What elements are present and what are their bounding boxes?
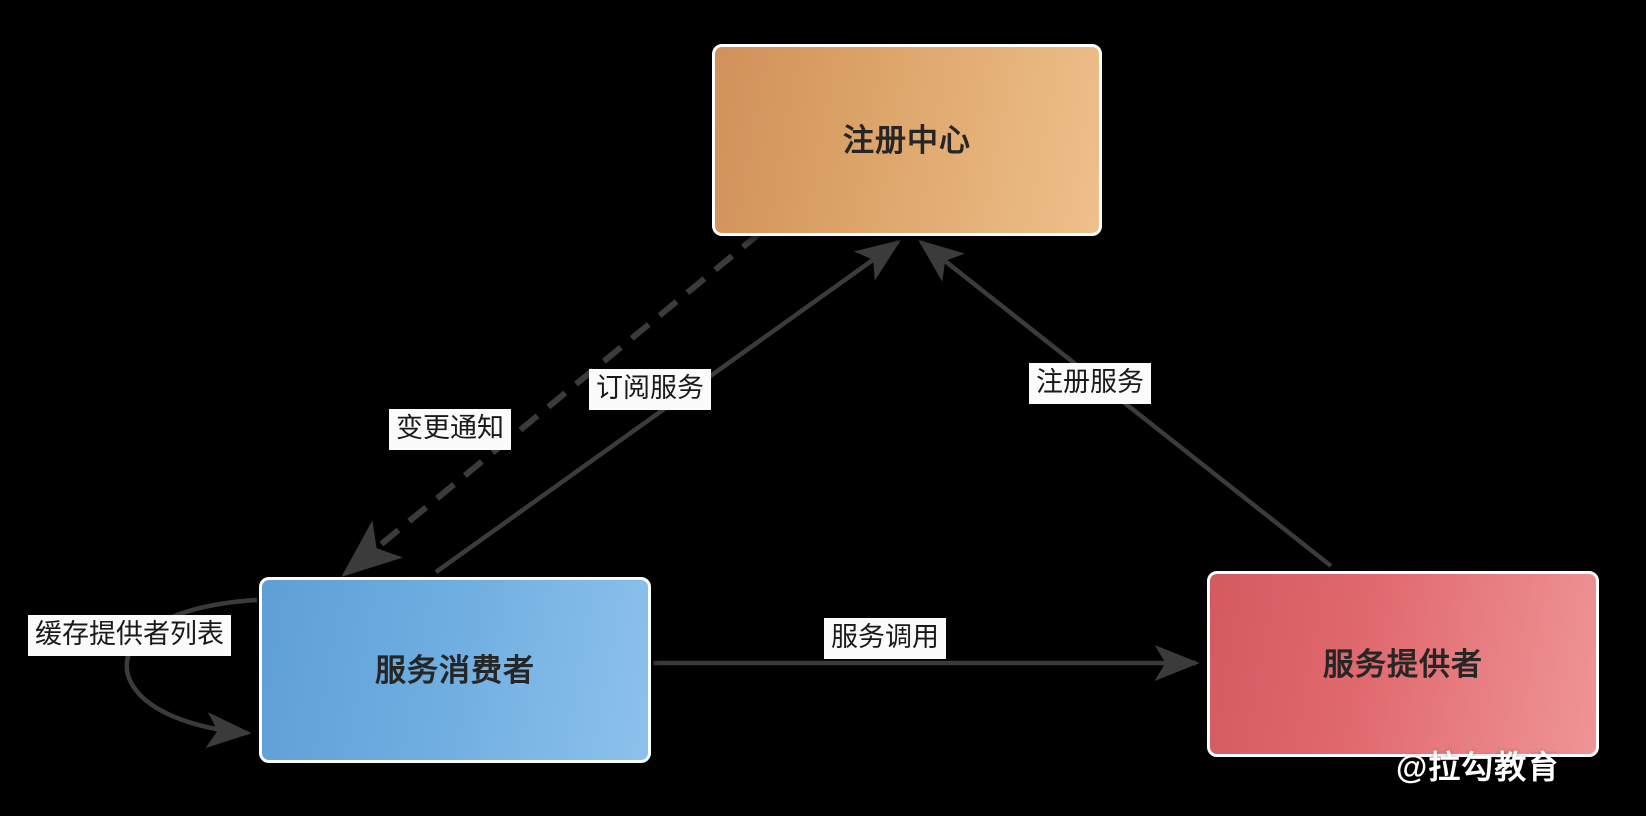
edge-label-change-notify: 变更通知 (389, 409, 511, 451)
node-service-consumer[interactable]: 服务消费者 (259, 577, 651, 763)
node-registry[interactable]: 注册中心 (712, 44, 1102, 236)
node-service-consumer-label: 服务消费者 (375, 652, 535, 688)
node-registry-label: 注册中心 (843, 122, 971, 158)
node-service-provider[interactable]: 服务提供者 (1207, 571, 1599, 757)
edge-label-cache-list: 缓存提供者列表 (28, 615, 231, 657)
watermark: @拉勾教育 (1396, 749, 1561, 785)
node-service-provider-label: 服务提供者 (1323, 646, 1483, 682)
edge-label-invoke: 服务调用 (824, 618, 946, 660)
edge-label-register: 注册服务 (1029, 363, 1151, 405)
edge-label-subscribe: 订阅服务 (589, 369, 711, 411)
